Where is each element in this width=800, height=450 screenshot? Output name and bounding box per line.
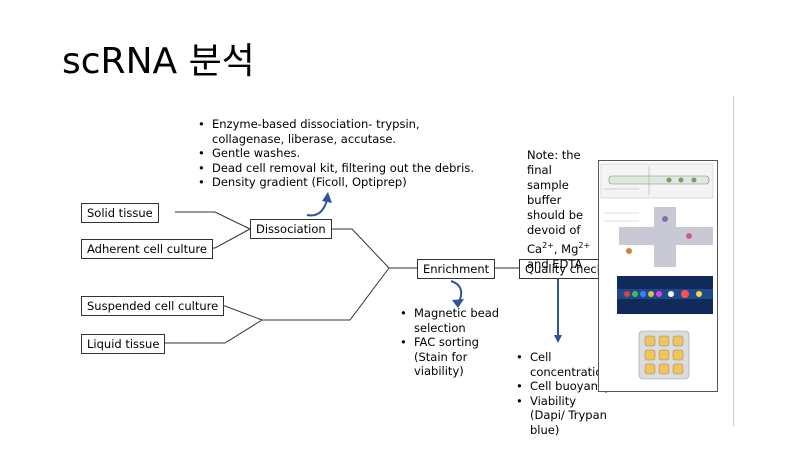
quality-check-notes: Cell concentration Cell buoyancy Viabili… [514, 350, 614, 437]
microfluidics-figure-drawing [600, 163, 714, 380]
dissociation-box: Dissociation [250, 219, 332, 239]
liquid-tissue-box: Liquid tissue [81, 334, 166, 354]
enrichment-box: Enrichment [417, 259, 496, 279]
buffer-note: Note: the final sample buffer should be … [527, 148, 591, 271]
microfluidics-figure [598, 160, 718, 392]
curved-arrow-icon [306, 192, 332, 217]
slide-divider [733, 96, 734, 426]
list-item: Enzyme-based dissociation- trypsin,colla… [196, 117, 476, 146]
list-item: Viability (Dapi/ Trypan blue) [514, 394, 614, 438]
down-arrow-icon [554, 278, 562, 343]
adherent-culture-box: Adherent cell culture [81, 239, 213, 259]
list-item: Density gradient (Ficoll, Optiprep) [196, 175, 476, 190]
connector-solid-tissue [175, 211, 251, 230]
list-item: Dead cell removal kit, filtering out the… [196, 161, 476, 176]
list-item: Gentle washes. [196, 146, 476, 161]
suspended-culture-box: Suspended cell culture [81, 296, 225, 316]
list-item: Cell buoyancy [514, 379, 614, 394]
connector-bottom-merge [262, 267, 390, 321]
enrichment-notes: Magnetic bead selection FAC sorting (Sta… [398, 306, 506, 379]
solid-tissue-box: Solid tissue [81, 203, 159, 223]
quality-check-box: Quality check [519, 259, 610, 279]
list-item: Cell concentration [514, 350, 614, 379]
list-item: Magnetic bead selection [398, 306, 506, 335]
slide-title: scRNA 분석 [62, 41, 255, 82]
list-item: FAC sorting (Stain for viability) [398, 335, 506, 379]
curved-arrow-icon [450, 280, 464, 308]
connector-liquid [158, 319, 263, 344]
dissociation-notes: Enzyme-based dissociation- trypsin,colla… [196, 117, 476, 190]
